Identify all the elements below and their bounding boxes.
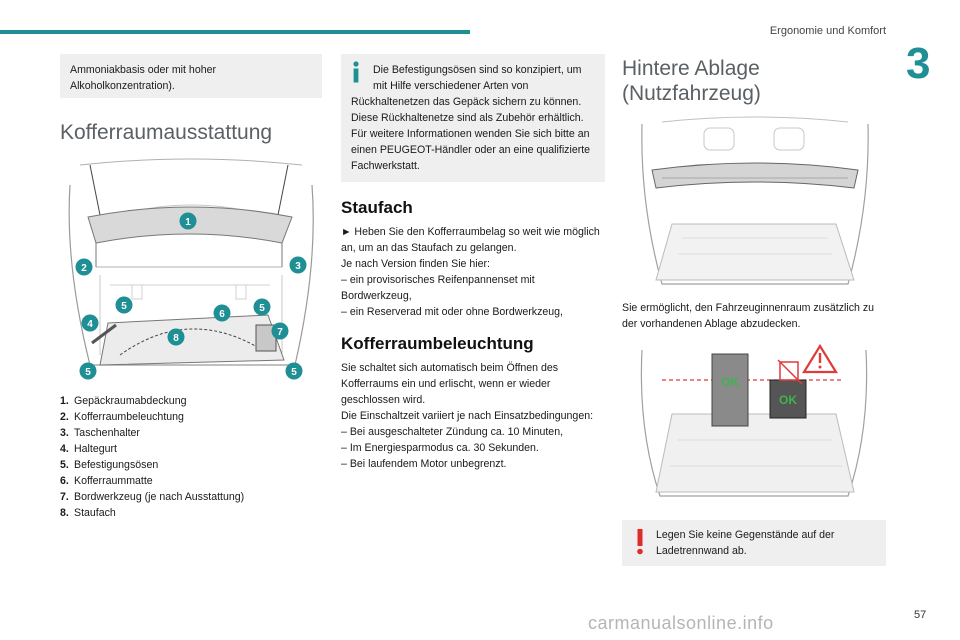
warning-box: Legen Sie keine Gegenstände auf der Lade…	[622, 520, 886, 566]
page-number: 57	[914, 609, 927, 621]
info-rest: Rückhaltenetzen das Gepäck sichern zu kö…	[351, 96, 591, 172]
legend-item: 2.Kofferraumbeleuchtung	[60, 411, 184, 423]
trunk-light-text: Sie schaltet sich automatisch beim Öffne…	[341, 360, 605, 472]
trunk-equipment-illustration: 1 2 3 4 5 5 5 5 6 7 8	[68, 158, 314, 380]
header-accent-bar	[0, 30, 470, 34]
ok-label-2: OK	[779, 393, 797, 407]
callout-2: 2	[81, 263, 87, 274]
watermark: carmanualsonline.info	[588, 613, 774, 633]
legend-item: 6.Kofferraummatte	[60, 475, 153, 487]
staufach-line: – ein provisorisches Reifenpannenset mit…	[341, 274, 535, 302]
legend-item: 5.Befestigungsösen	[60, 459, 159, 471]
staufach-line: ► Heben Sie den Kofferraumbelag so weit …	[341, 226, 600, 254]
callout-8: 8	[173, 333, 179, 344]
light-line: – Im Energiesparmodus ca. 30 Sekunden.	[341, 442, 539, 454]
callout-3: 3	[295, 261, 301, 272]
light-line: Sie schaltet sich automatisch beim Öffne…	[341, 362, 559, 406]
legend-item: 1.Gepäckraumabdeckung	[60, 395, 187, 407]
column-1: Ammoniakbasis oder mit hoher Alkoholkonz…	[60, 54, 322, 521]
staufach-line: Je nach Version finden Sie hier:	[341, 258, 490, 270]
column-3: Hintere Ablage (Nutzfahrzeug) Sie ermögl…	[622, 54, 886, 566]
info-line-2: mit Hilfe verschiedener Arten von	[373, 80, 529, 92]
callout-5a: 5	[121, 301, 127, 312]
info-icon	[353, 61, 359, 83]
legend-item: 4.Haltegurt	[60, 443, 117, 455]
staufach-text: ► Heben Sie den Kofferraumbelag so weit …	[341, 224, 605, 320]
callout-1: 1	[185, 217, 191, 228]
callout-4: 4	[87, 319, 93, 330]
staufach-line: – ein Reserverad mit oder ohne Bordwerkz…	[341, 306, 563, 318]
ok-label-1: OK	[721, 375, 739, 389]
legend-item: 8.Staufach	[60, 507, 116, 519]
legend-list: 1.Gepäckraumabdeckung 2.Kofferraumbeleuc…	[60, 393, 322, 521]
rear-shelf-illustration	[641, 116, 869, 285]
light-line: – Bei ausgeschalteter Zündung ca. 10 Min…	[341, 426, 564, 438]
light-line: Die Einschaltzeit variiert je nach Einsa…	[341, 410, 594, 422]
warning-text: Legen Sie keine Gegenstände auf der Lade…	[656, 529, 835, 557]
info-line-1: Die Befestigungsösen sind so konzipiert,…	[373, 64, 582, 76]
column-2: Die Befestigungsösen sind so konzipiert,…	[341, 54, 605, 472]
legend-item: 3.Taschenhalter	[60, 427, 140, 439]
rear-shelf-description: Sie ermöglicht, den Fahrzeuginnenraum zu…	[622, 302, 875, 330]
load-partition-illustration: OK OK	[640, 343, 868, 497]
light-line: – Bei laufendem Motor unbegrenzt.	[341, 458, 507, 470]
callout-5c: 5	[85, 367, 91, 378]
note-box: Ammoniakbasis oder mit hoher Alkoholkonz…	[60, 54, 322, 98]
callout-5b: 5	[259, 303, 265, 314]
callout-6: 6	[219, 309, 225, 320]
section-title: Ergonomie und Komfort	[769, 25, 886, 37]
info-box: Die Befestigungsösen sind so konzipiert,…	[341, 54, 605, 182]
staufach-heading: Staufach	[341, 198, 413, 217]
trunk-light-heading: Kofferraumbeleuchtung	[341, 334, 534, 353]
rear-shelf-heading: Hintere Ablage (Nutzfahrzeug)	[622, 57, 761, 105]
chapter-number: 3	[906, 39, 931, 88]
trunk-equipment-heading: Kofferraumausstattung	[60, 121, 273, 144]
legend-item: 7.Bordwerkzeug (je nach Ausstattung)	[60, 491, 245, 503]
callout-5d: 5	[291, 367, 297, 378]
callout-7: 7	[277, 327, 283, 338]
warning-exclamation-icon	[637, 529, 643, 555]
